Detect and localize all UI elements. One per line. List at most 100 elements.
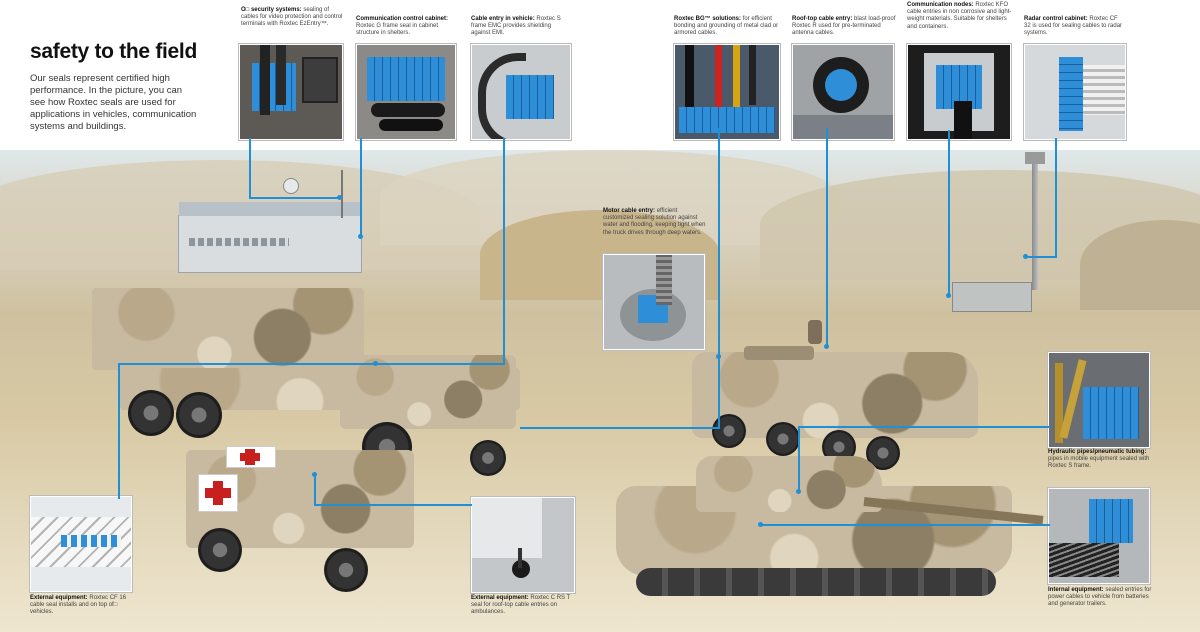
radar-control-cabinet	[952, 282, 1032, 312]
page-title: safety to the field	[30, 40, 197, 63]
callout-security-systems: O□ security systems: sealing of cables f…	[241, 7, 347, 29]
truck-wheel	[176, 392, 222, 438]
leader-line	[249, 138, 251, 198]
leader-line	[314, 474, 316, 506]
callout-heading: External equipment:	[471, 595, 529, 601]
leader-line	[360, 138, 362, 236]
callout-body: for efficient bonding and grounding of m…	[674, 16, 779, 37]
callout-body: sealing of cables for video protection a…	[241, 7, 343, 28]
leader-dot	[946, 293, 951, 298]
leader-line	[798, 426, 800, 492]
callout-body: Roxtec S frame EMC provides shielding ag…	[471, 16, 561, 37]
leader-line	[520, 427, 720, 429]
photo-roof-top-entry	[792, 44, 894, 140]
leader-dot	[1023, 254, 1028, 259]
armored-personnel-carrier	[692, 352, 978, 438]
leader-line	[948, 130, 950, 295]
callout-body: efficient customized sealing solution ag…	[603, 208, 706, 236]
leader-dot	[758, 522, 763, 527]
callout-motor-cable-entry: Motor cable entry: efficient customized …	[603, 208, 707, 237]
leader-line	[503, 138, 505, 364]
callout-radar-cabinet: Radar control cabinet: Roxtec CF 32 is u…	[1024, 16, 1126, 38]
callout-body: Roxtec CF 32 is used for sealing cables …	[1024, 16, 1123, 37]
leader-line	[760, 524, 1050, 526]
building	[178, 202, 362, 273]
military-truck-cab	[340, 355, 516, 429]
red-cross-side-panel	[198, 474, 238, 512]
military-truck-cargo	[92, 288, 364, 370]
photo-external-equipment-cf16	[30, 496, 132, 592]
leader-dot	[337, 195, 342, 200]
callout-roof-top-entry: Roof-top cable entry: blast load-proof R…	[792, 16, 896, 38]
callout-communication-cabinet: Communication control cabinet: Roxtec G …	[356, 16, 456, 38]
photo-motor-cable-entry	[603, 254, 705, 350]
photo-external-equipment-rs	[471, 497, 575, 593]
soldier-figure	[808, 320, 822, 344]
ambulance-wheel	[198, 528, 242, 572]
truck-wheel	[128, 390, 174, 436]
photo-hydraulic-pipes	[1048, 352, 1150, 448]
callout-heading: Radar control cabinet:	[1024, 16, 1088, 22]
callout-heading: Hydraulic pipes/pneumatic tubing:	[1048, 449, 1147, 455]
callout-body: Roxtec C RS T seal for roof-top cable en…	[471, 595, 571, 616]
ambulance-wheel	[324, 548, 368, 592]
callout-body: sealed entries for power cables to vehic…	[1048, 587, 1152, 608]
photo-communication-cabinet	[356, 44, 456, 140]
rock-outcrop	[1080, 220, 1200, 310]
callout-body: blast load-proof Roxtec R used for pre-t…	[792, 16, 896, 37]
callout-heading: External equipment:	[30, 595, 88, 601]
leader-line	[718, 128, 720, 356]
apc-turret	[744, 346, 814, 360]
leader-line	[826, 128, 828, 346]
callout-heading: Communication control cabinet:	[356, 16, 449, 22]
callout-heading: Internal equipment:	[1048, 587, 1104, 593]
leader-dot	[373, 361, 378, 366]
leader-line	[1025, 256, 1057, 258]
callout-body: Roxtec CF 16 cable seal installs and on …	[30, 595, 127, 616]
apc-wheel	[766, 422, 800, 456]
photo-radar-cabinet	[1024, 44, 1126, 140]
callout-body: pipes in mobile equipment sealed with Ro…	[1048, 456, 1150, 470]
callout-heading: Communication nodes:	[907, 2, 974, 8]
callout-body: Roxtec G frame seal in cabinet structure…	[356, 23, 439, 37]
photo-security-systems	[239, 44, 343, 140]
leader-line	[800, 426, 1050, 428]
leader-line	[249, 197, 339, 199]
callout-internal-equipment: Internal equipment: sealed entries for p…	[1048, 587, 1152, 609]
callout-bg-solutions: Roxtec BG™ solutions: for efficient bond…	[674, 16, 782, 38]
leader-line	[314, 504, 472, 506]
apc-wheel	[712, 414, 746, 448]
leader-line	[118, 363, 120, 499]
intro-text: Our seals represent certified high perfo…	[30, 73, 197, 132]
antenna-mast	[341, 170, 343, 218]
radar-antenna	[1025, 152, 1045, 164]
photo-internal-equipment	[1048, 488, 1150, 584]
callout-cable-entry-vehicle: Cable entry in vehicle: Roxtec S frame E…	[471, 16, 571, 38]
callout-heading: O□ security systems:	[241, 7, 302, 13]
callout-external-equipment-cf16: External equipment: Roxtec CF 16 cable s…	[30, 595, 134, 617]
radar-tower	[1032, 160, 1038, 290]
satellite-dish	[283, 178, 299, 194]
callout-heading: Motor cable entry:	[603, 208, 656, 214]
callout-communication-nodes: Communication nodes: Roxtec KFO cable en…	[907, 2, 1013, 31]
leader-line	[718, 348, 720, 429]
battle-tank-turret	[696, 456, 882, 512]
red-cross-roof-panel	[226, 446, 276, 468]
building-roof	[179, 202, 361, 216]
building-windows	[189, 238, 289, 246]
leader-dot	[312, 472, 317, 477]
callout-body: Roxtec KFO cable entries in non corrosiv…	[907, 2, 1012, 30]
leader-line	[118, 363, 505, 365]
truck-wheel	[470, 440, 506, 476]
photo-bg-solutions	[674, 44, 780, 140]
callout-external-equipment-rs: External equipment: Roxtec C RS T seal f…	[471, 595, 575, 617]
photo-cable-entry-vehicle	[471, 44, 571, 140]
leader-dot	[824, 344, 829, 349]
callout-heading: Roof-top cable entry:	[792, 16, 853, 22]
callout-heading: Cable entry in vehicle:	[471, 16, 535, 22]
leader-dot	[796, 489, 801, 494]
callout-heading: Roxtec BG™ solutions:	[674, 16, 742, 22]
callout-hydraulic-pipes: Hydraulic pipes/pneumatic tubing: pipes …	[1048, 449, 1156, 471]
tank-tracks	[636, 568, 996, 596]
leader-dot	[358, 234, 363, 239]
